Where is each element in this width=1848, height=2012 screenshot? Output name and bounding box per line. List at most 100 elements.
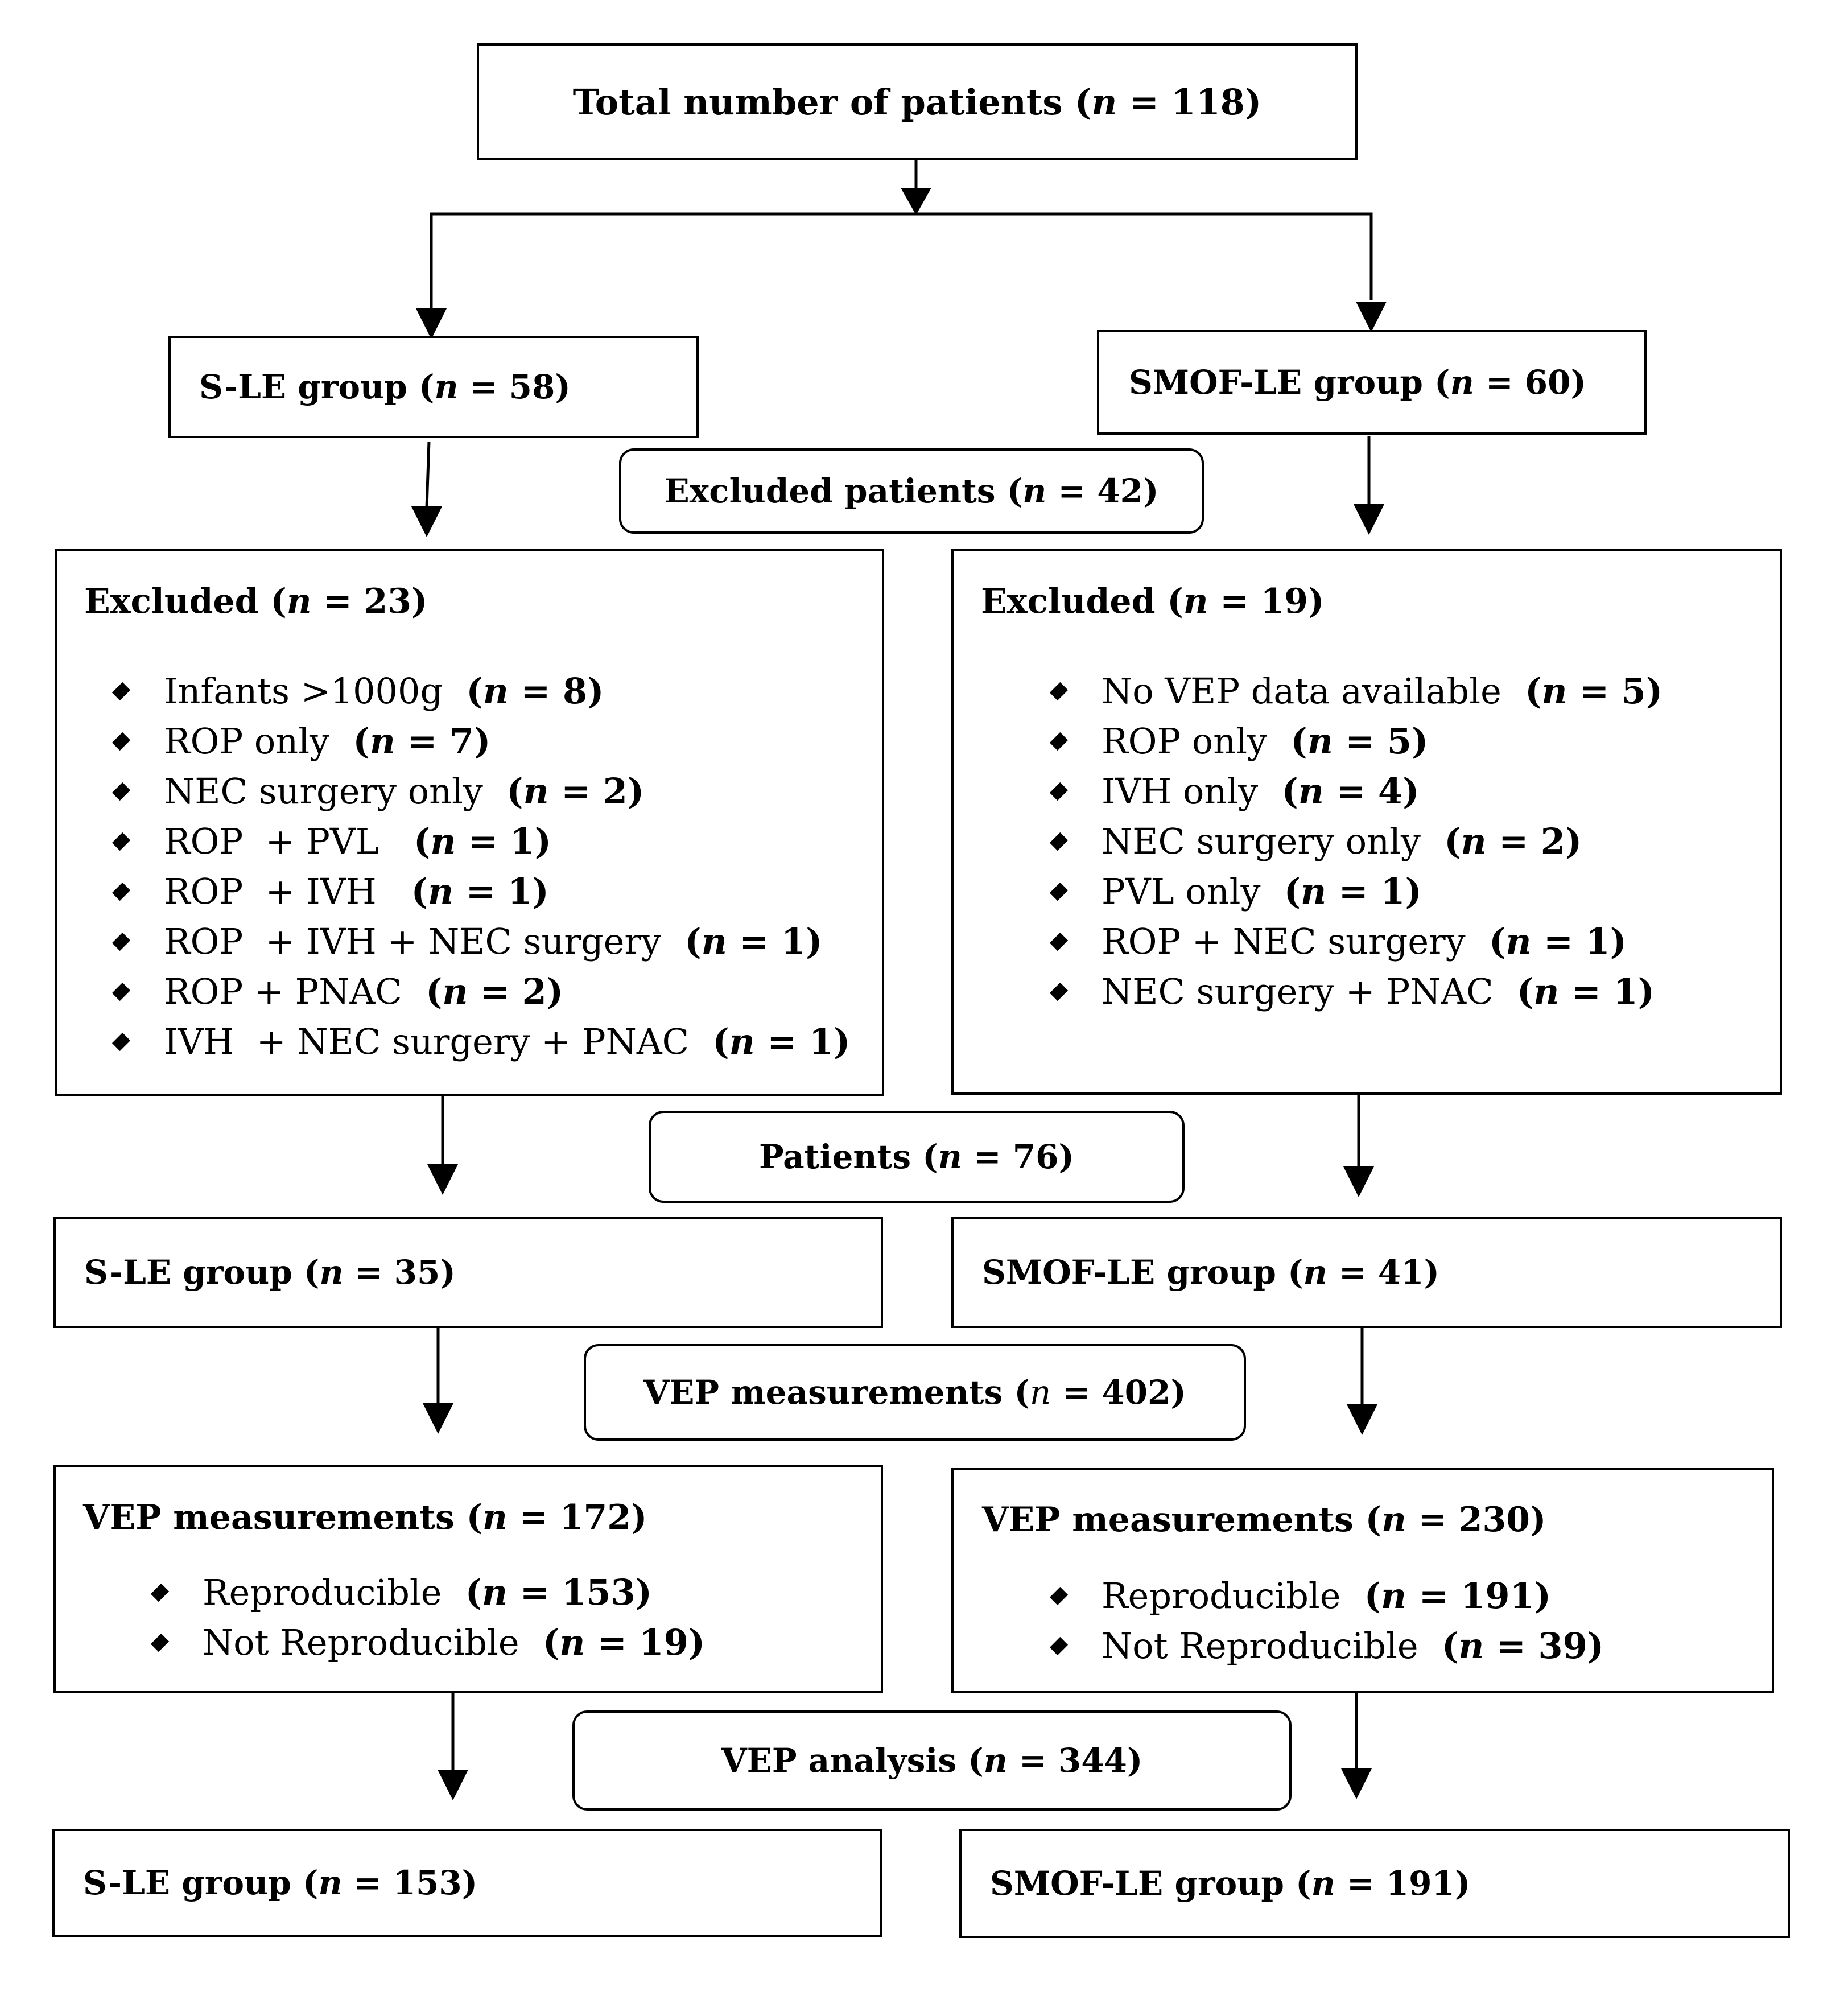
list-item-count: (n = 191) (1352, 1575, 1552, 1617)
list-item: Infants >1000g (n = 8) (112, 670, 604, 712)
list-item: IVH only (n = 4) (1049, 770, 1420, 812)
diamond-bullet-icon (1049, 882, 1069, 901)
split-connector (430, 212, 1373, 335)
list-item-count: (n = 39) (1429, 1625, 1604, 1667)
list-item: ROP + IVH (n = 1) (112, 871, 549, 912)
arrowhead-split-left (416, 308, 447, 339)
list-item: Reproducible (n = 153) (150, 1572, 653, 1613)
list-item-count: (n = 1) (1272, 871, 1422, 912)
list-item-label: Reproducible (1102, 1575, 1352, 1617)
diamond-bullet-icon (1049, 682, 1069, 700)
list-item-label: ROP + PNAC (164, 971, 414, 1012)
sle-group-box-2: S-LE group (n = 35) (53, 1217, 883, 1328)
list-item-count: (n = 5) (1512, 670, 1663, 712)
arrowhead-exright-stage2 (1343, 1166, 1374, 1197)
list-item: ROP + PVL (n = 1) (112, 821, 551, 862)
excluded-left-heading: Excluded (n = 23) (84, 582, 428, 621)
diamond-bullet-icon (112, 732, 131, 751)
list-item-label: PVL only (1102, 871, 1272, 912)
arrowhead-exleft-stage2 (427, 1164, 458, 1195)
list-item-label: Reproducible (203, 1572, 453, 1613)
list-item: PVL only (n = 1) (1049, 871, 1422, 912)
list-item-label: NEC surgery only (164, 770, 494, 812)
excluded-right-heading: Excluded (n = 19) (981, 582, 1325, 621)
list-item-count: (n = 2) (494, 770, 645, 812)
diamond-bullet-icon (112, 1032, 131, 1051)
total-n: (n = 118) (1062, 81, 1262, 123)
diamond-bullet-icon (150, 1583, 170, 1602)
list-item-count: (n = 8) (453, 670, 604, 712)
arrowhead-s2left-s3 (423, 1403, 453, 1434)
list-item: No VEP data available (n = 5) (1049, 670, 1663, 712)
excluded-left-box (55, 549, 884, 1096)
list-item: NEC surgery only (n = 2) (1049, 821, 1582, 862)
diamond-bullet-icon (112, 882, 131, 901)
vep-right-heading: VEP measurements (n = 230) (982, 1500, 1546, 1540)
list-item-count: (n = 1) (401, 821, 551, 862)
list-item: ROP + PNAC (n = 2) (112, 971, 563, 1012)
arrow-sle-excluded (425, 441, 431, 508)
arrowhead-smof-excluded (1354, 504, 1384, 535)
sle-group-box-4: S-LE group (n = 153) (52, 1829, 882, 1937)
vep-left-box (53, 1465, 883, 1693)
vep-right-box (951, 1468, 1774, 1693)
list-item-label: NEC surgery + PNAC (1102, 971, 1505, 1012)
list-item-label: Infants >1000g (164, 670, 454, 712)
list-item-label: ROP + IVH + NEC surgery (164, 921, 673, 962)
list-item-label: ROP + PVL (164, 821, 402, 862)
list-item-count: (n = 1) (1504, 971, 1655, 1012)
patients-box: Patients (n = 76) (649, 1111, 1185, 1203)
list-item: Not Reproducible (n = 39) (1049, 1625, 1604, 1667)
list-item-count: (n = 1) (700, 1021, 851, 1062)
arrowhead-sle-excluded (411, 506, 442, 537)
arrowhead-s3right-s4 (1341, 1768, 1372, 1799)
diamond-bullet-icon (112, 932, 131, 951)
list-item: ROP + IVH + NEC surgery (n = 1) (112, 921, 823, 962)
list-item: NEC surgery only (n = 2) (112, 770, 645, 812)
diamond-bullet-icon (1049, 732, 1069, 751)
list-item: Reproducible (n = 191) (1049, 1575, 1552, 1617)
list-item-count: (n = 4) (1269, 770, 1420, 812)
diamond-bullet-icon (112, 682, 131, 700)
smof-group-box-2: SMOF-LE group (n = 41) (951, 1217, 1782, 1328)
list-item-count: (n = 1) (399, 871, 549, 912)
total-patients-box: Total number of patients (n = 118) (477, 43, 1358, 160)
list-item-count: (n = 153) (453, 1572, 653, 1613)
list-item: IVH + NEC surgery + PNAC (n = 1) (112, 1021, 851, 1062)
list-item-label: IVH only (1102, 770, 1269, 812)
list-item-label: No VEP data available (1102, 670, 1513, 712)
list-item-label: Not Reproducible (203, 1622, 531, 1663)
list-item: ROP only (n = 5) (1049, 720, 1429, 762)
excluded-patients-box: Excluded patients (n = 42) (619, 448, 1204, 534)
list-item-count: (n = 1) (672, 921, 823, 962)
list-item-label: ROP + IVH (164, 871, 399, 912)
list-item-count: (n = 5) (1278, 720, 1429, 762)
diamond-bullet-icon (112, 982, 131, 1001)
diamond-bullet-icon (1049, 832, 1069, 851)
diamond-bullet-icon (112, 782, 131, 801)
vep-analysis-box: VEP analysis (n = 344) (572, 1710, 1292, 1811)
arrowhead-split-right (1356, 302, 1387, 332)
list-item: NEC surgery + PNAC (n = 1) (1049, 971, 1655, 1012)
list-item-label: Not Reproducible (1102, 1625, 1430, 1667)
arrowhead-s2right-s3 (1347, 1404, 1377, 1435)
list-item: Not Reproducible (n = 19) (150, 1622, 706, 1663)
vep-measurements-total-box: VEP measurements (n = 402) (584, 1344, 1246, 1441)
list-item-label: NEC surgery only (1102, 821, 1432, 862)
smof-group-box-1: SMOF-LE group (n = 60) (1097, 330, 1647, 435)
sle-group-box-1: S-LE group (n = 58) (168, 336, 699, 438)
list-item-count: (n = 2) (1432, 821, 1582, 862)
arrowhead-s3left-s4 (438, 1770, 468, 1800)
excluded-right-box (951, 549, 1782, 1095)
list-item: ROP only (n = 7) (112, 720, 490, 762)
diamond-bullet-icon (1049, 782, 1069, 801)
diamond-bullet-icon (1049, 982, 1069, 1001)
diamond-bullet-icon (112, 832, 131, 851)
list-item-count: (n = 19) (530, 1622, 706, 1663)
list-item-label: IVH + NEC surgery + PNAC (164, 1021, 700, 1062)
diamond-bullet-icon (150, 1633, 170, 1652)
list-item-label: ROP + NEC surgery (1102, 921, 1477, 962)
total-label: Total number of patients (572, 81, 1063, 123)
diamond-bullet-icon (1049, 1636, 1069, 1655)
